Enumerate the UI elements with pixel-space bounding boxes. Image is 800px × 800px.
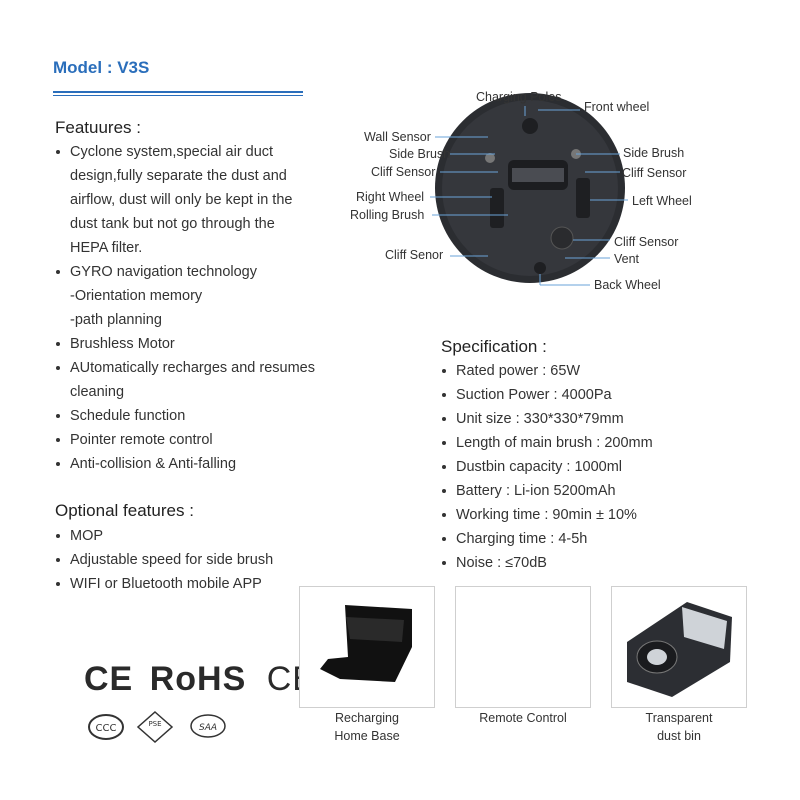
callout-lines xyxy=(430,106,628,286)
left-wheel-shape xyxy=(576,178,590,218)
label-cliff-sensor-left: Cliff Sensor xyxy=(371,165,436,179)
caption-remote-control: Remote Control xyxy=(479,711,567,725)
right-wheel-shape xyxy=(490,188,504,228)
label-front-wheel: Front wheel xyxy=(584,100,650,114)
label-back-wheel: Back Wheel xyxy=(594,278,661,292)
caption-dust-bin: Transparent dust bin xyxy=(645,711,713,743)
caption-home-base: Recharging Home Base xyxy=(334,711,400,743)
feature-item: GYRO navigation technology xyxy=(55,260,315,284)
features-list: Cyclone system,special air duct design,f… xyxy=(55,140,315,476)
model-title: Model : V3S xyxy=(53,58,150,77)
label-side-brush-left: Side Brush xyxy=(389,147,451,161)
optional-feature-item: MOP xyxy=(55,524,315,548)
features-title: Featuures : xyxy=(55,118,141,137)
label-charging-poles: Charging Poles xyxy=(476,90,562,104)
feature-item: Cyclone system,special air duct design,f… xyxy=(55,140,315,260)
home-base-photo xyxy=(299,586,435,708)
label-rolling-brush: Rolling Brush xyxy=(350,208,425,222)
spec-item: Suction Power : 4000Pa xyxy=(441,383,781,407)
spec-item: Unit size : 330*330*79mm xyxy=(441,407,781,431)
ccc-mark-icon: CCC xyxy=(88,714,124,740)
label-cliff-senor: Cliff Senor xyxy=(385,248,444,262)
back-wheel-shape xyxy=(534,262,546,274)
certification-logos: CE RoHS CB xyxy=(84,660,316,699)
dust-bin-image xyxy=(627,602,732,697)
rohs-mark: RoHS xyxy=(149,660,247,698)
label-cliff-sensor-right: Cliff Sensor xyxy=(622,166,687,180)
home-base-image xyxy=(320,605,412,682)
robot-diagram xyxy=(430,93,628,286)
vent-shape xyxy=(550,226,574,250)
label-left-wheel: Left Wheel xyxy=(632,194,692,208)
label-side-brush-right: Side Brush xyxy=(623,146,685,160)
feature-item: Brushless Motor xyxy=(55,332,315,356)
ce-mark: CE xyxy=(84,660,134,698)
spec-item: Length of main brush : 200mm xyxy=(441,431,781,455)
title-rule-thin xyxy=(53,95,303,96)
label-wall-sensor: Wall Sensor xyxy=(364,130,431,144)
spec-item: Working time : 90min ± 10% xyxy=(441,503,781,527)
optional-feature-item: Adjustable speed for side brush xyxy=(55,548,315,572)
label-vent: Vent xyxy=(614,252,640,266)
spec-item: Charging time : 4-5h xyxy=(441,527,781,551)
svg-text:SAA: SAA xyxy=(199,723,217,733)
pse-mark-icon: PSE xyxy=(136,710,174,744)
spec-item: Noise : ≤70dB xyxy=(441,551,781,575)
svg-text:PSE: PSE xyxy=(148,720,161,728)
remote-control-photo xyxy=(455,586,591,708)
feature-item: -path planning xyxy=(70,312,162,328)
feature-item: Pointer remote control xyxy=(55,428,315,452)
saa-mark-icon: SAA xyxy=(190,714,226,738)
feature-item: -Orientation memory xyxy=(70,288,203,304)
feature-item: AUtomatically recharges and resumes clea… xyxy=(55,356,315,404)
title-rule xyxy=(53,91,303,93)
feature-item: Schedule function xyxy=(55,404,315,428)
feature-item: Anti-collision & Anti-falling xyxy=(55,452,315,476)
specification-title: Specification : xyxy=(441,337,547,356)
front-wheel-shape xyxy=(522,118,538,134)
spec-item: Rated power : 65W xyxy=(441,359,781,383)
dust-bin-photo xyxy=(611,586,747,708)
label-right-wheel: Right Wheel xyxy=(356,190,425,204)
svg-text:CCC: CCC xyxy=(96,723,117,734)
optional-feature-item: WIFI or Bluetooth mobile APP xyxy=(55,572,315,596)
optional-features-title: Optional features : xyxy=(55,501,194,520)
label-cliff-sensor-bottom: Cliff Sensor xyxy=(614,235,679,249)
spec-item: Battery : Li-ion 5200mAh xyxy=(441,479,781,503)
spec-item: Dustbin capacity : 1000ml xyxy=(441,455,781,479)
